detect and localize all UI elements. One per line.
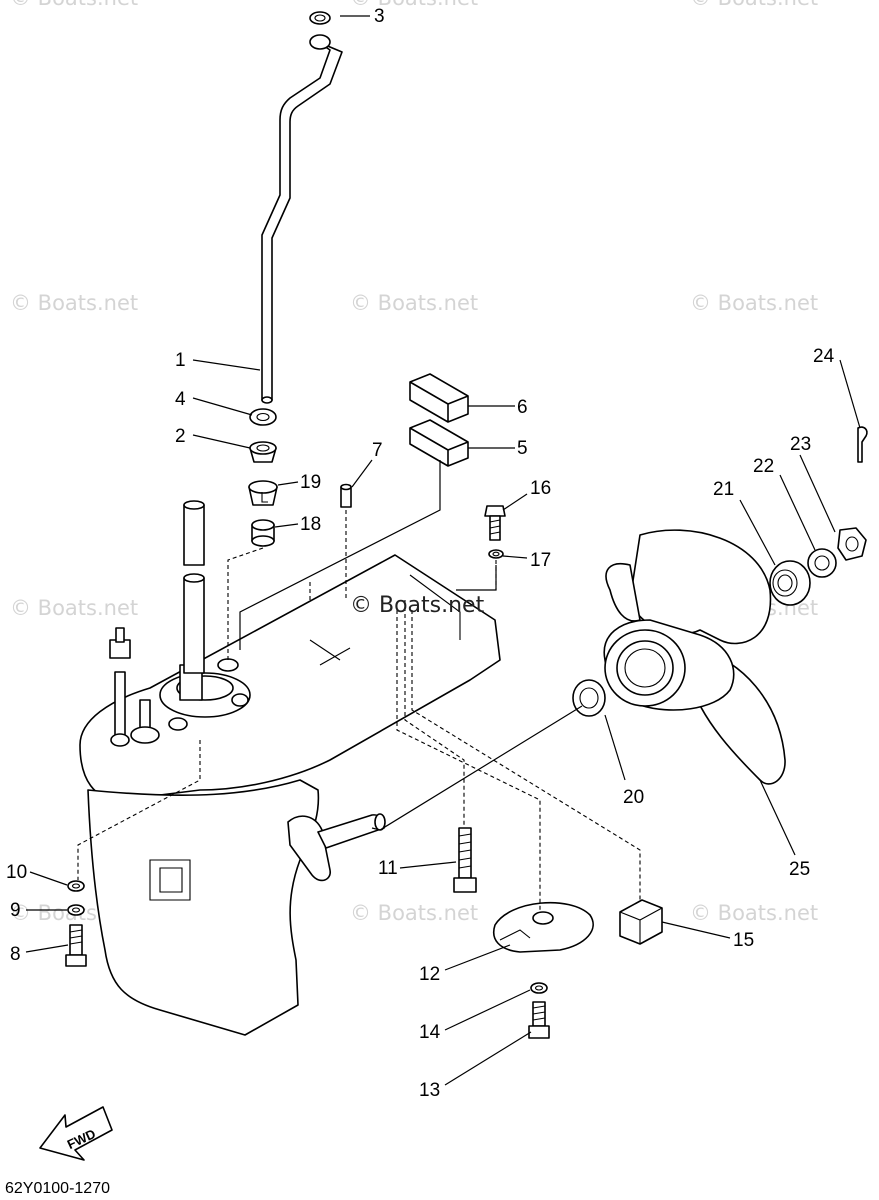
callout-9: 9 xyxy=(10,900,21,921)
lower-casing xyxy=(79,500,501,1036)
part-10-washer xyxy=(67,880,85,892)
watermark: © Boats.net xyxy=(690,291,818,315)
part-24-cotter-pin xyxy=(857,426,868,463)
callouts: 1 2 3 4 5 6 7 8 9 10 11 12 13 14 15 16 1… xyxy=(6,6,835,1101)
part-11-bolt xyxy=(453,827,477,893)
callout-1: 1 xyxy=(175,350,186,371)
diagram-code: 62Y0100-1270 xyxy=(5,1180,110,1197)
watermark-dark: © Boats.net xyxy=(350,593,485,618)
part-21-spacer xyxy=(769,560,811,606)
part-13-bolt xyxy=(528,1001,550,1039)
callout-14: 14 xyxy=(419,1022,441,1043)
part-15-anode xyxy=(619,899,663,945)
callout-20: 20 xyxy=(623,787,644,808)
callout-7: 7 xyxy=(372,440,383,461)
callout-13: 13 xyxy=(419,1080,440,1101)
part-16-bolt xyxy=(484,505,506,541)
part-22-washer xyxy=(807,548,837,578)
callout-4: 4 xyxy=(175,389,186,410)
tube-top-end xyxy=(309,34,331,50)
callout-16: 16 xyxy=(530,478,551,499)
part-9-washer xyxy=(67,904,85,916)
callout-18: 18 xyxy=(300,514,321,535)
callout-6: 6 xyxy=(517,397,528,418)
watermark: © Boats.net xyxy=(350,291,478,315)
part-14-washer xyxy=(530,982,548,994)
leader-lines xyxy=(25,15,861,1086)
part-5-seal xyxy=(409,419,469,467)
part-8-bolt xyxy=(65,924,87,967)
callout-23: 23 xyxy=(790,434,811,455)
callout-21: 21 xyxy=(713,479,734,500)
callout-10: 10 xyxy=(6,862,27,883)
watermark: © Boats.net xyxy=(690,901,818,925)
part-6-seal xyxy=(409,373,469,423)
callout-24: 24 xyxy=(813,346,835,367)
fwd-arrow-icon: FWD xyxy=(39,1106,113,1161)
watermark: © Boats.net xyxy=(350,901,478,925)
part-19-nozzle xyxy=(248,480,278,506)
part-7-dowel xyxy=(340,483,352,508)
part-25-propeller xyxy=(603,529,786,785)
watermark: © Boats.net xyxy=(10,596,138,620)
part-4-seal xyxy=(249,408,277,426)
callout-15: 15 xyxy=(733,930,754,951)
callout-8: 8 xyxy=(10,944,21,965)
callout-3: 3 xyxy=(374,6,385,27)
watermark: © Boats.net xyxy=(10,291,138,315)
part-12-trim-tab xyxy=(493,901,594,953)
part-20-thrust-washer xyxy=(572,679,606,717)
callout-2: 2 xyxy=(175,426,186,447)
watermark: © Boats.net xyxy=(350,0,478,10)
callout-5: 5 xyxy=(517,438,528,459)
water-tube xyxy=(261,41,343,401)
callout-12: 12 xyxy=(419,964,440,985)
callout-22: 22 xyxy=(753,456,774,477)
callout-11: 11 xyxy=(378,858,398,879)
part-23-nut xyxy=(837,527,867,561)
callout-19: 19 xyxy=(300,472,321,493)
part-17-washer xyxy=(488,549,504,559)
watermark: © Boats.net xyxy=(690,0,818,10)
part-18-collar xyxy=(251,519,275,547)
part-3-grommet xyxy=(309,11,331,25)
callout-17: 17 xyxy=(530,550,551,571)
watermark: © Boats.net xyxy=(10,0,138,10)
callout-25: 25 xyxy=(789,859,810,880)
part-2-grommet xyxy=(249,441,277,463)
